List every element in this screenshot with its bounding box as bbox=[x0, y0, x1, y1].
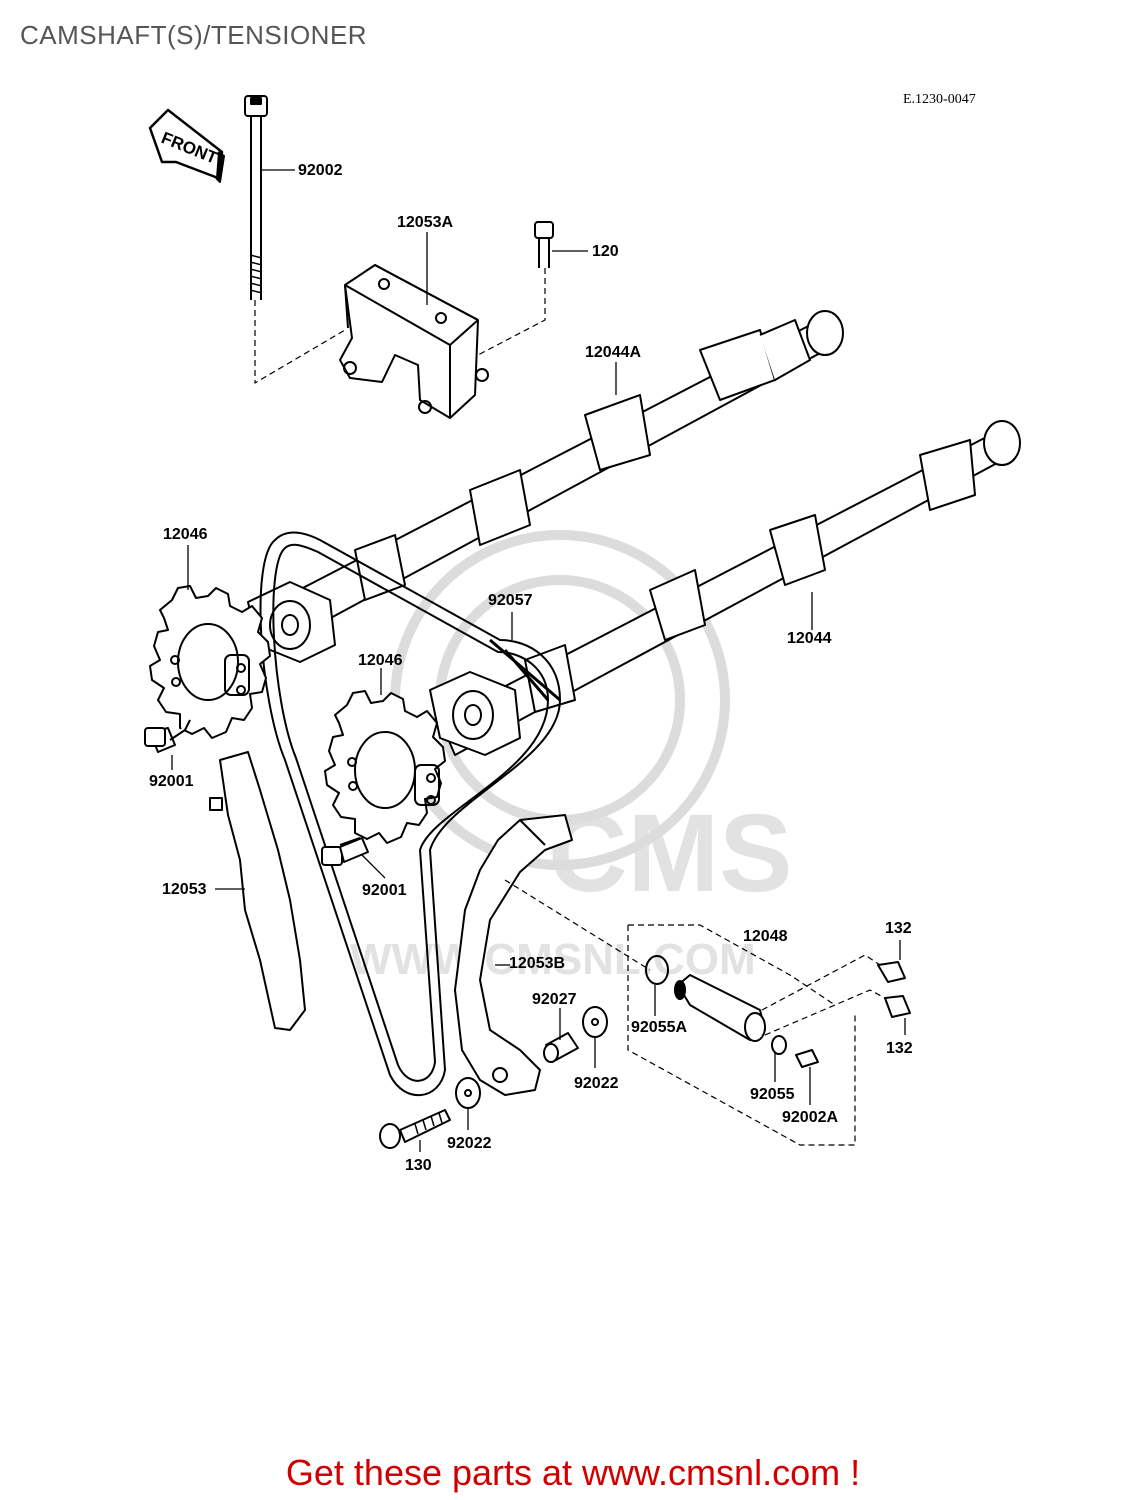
part-label: 92002 bbox=[298, 162, 343, 179]
part-label: 12053B bbox=[509, 955, 566, 972]
part-label: 132 bbox=[885, 920, 912, 937]
chain-guide bbox=[209, 751, 306, 1031]
sprocket-bolt-right bbox=[321, 837, 369, 866]
tensioner-bolt-upper bbox=[877, 961, 906, 983]
part-label: 92055A bbox=[631, 1019, 688, 1036]
part-label: 12044A bbox=[585, 344, 642, 361]
camshaft-holder bbox=[339, 264, 489, 419]
dashed-guides bbox=[254, 268, 886, 1146]
tensioner-bolt-lower bbox=[884, 995, 911, 1018]
sprocket-left bbox=[149, 585, 271, 739]
part-label: 12053 bbox=[162, 881, 207, 898]
leader-lines bbox=[171, 169, 906, 1152]
get-parts-link[interactable]: Get these parts at www.cmsnl.com ! bbox=[285, 1452, 861, 1493]
collar bbox=[543, 1032, 579, 1063]
cam-chain bbox=[259, 531, 561, 1096]
tensioner-body bbox=[674, 974, 766, 1042]
diagram-code: E.1230-0047 bbox=[903, 92, 976, 107]
part-label: 92002A bbox=[782, 1109, 839, 1126]
part-label: 12046 bbox=[358, 652, 403, 669]
camshaft-end-upper bbox=[247, 581, 336, 663]
part-label: 92027 bbox=[532, 991, 577, 1008]
sprocket-bolt-left bbox=[144, 719, 191, 753]
holder-bolt bbox=[534, 221, 554, 268]
pivot-bolt bbox=[379, 1109, 451, 1149]
part-label: 12044 bbox=[787, 630, 832, 647]
part-label: 120 bbox=[592, 243, 619, 260]
part-label: 92022 bbox=[574, 1075, 619, 1092]
part-label: 132 bbox=[886, 1040, 913, 1057]
part-label: 92001 bbox=[149, 773, 194, 790]
tensioner-plug-bolt bbox=[795, 1049, 819, 1068]
camshaft-lower bbox=[439, 420, 1021, 756]
part-label: 92057 bbox=[488, 592, 533, 609]
tensioner-arm bbox=[454, 814, 573, 1096]
page-title: CAMSHAFT(S)/TENSIONER bbox=[20, 20, 368, 50]
sprocket-right bbox=[324, 690, 446, 844]
part-label: 12053A bbox=[397, 214, 454, 231]
part-label: 92022 bbox=[447, 1135, 492, 1152]
oring-92055 bbox=[771, 1035, 787, 1055]
part-label: 12046 bbox=[163, 526, 208, 543]
part-label: 12048 bbox=[743, 928, 788, 945]
washer-lower bbox=[455, 1077, 481, 1109]
part-label: 130 bbox=[405, 1157, 432, 1174]
front-arrow-icon: FRONT bbox=[148, 108, 225, 183]
camshaft-end-lower bbox=[429, 671, 521, 756]
camshaft-upper bbox=[269, 310, 844, 641]
part-label: 92001 bbox=[362, 882, 407, 899]
oring-92055A bbox=[645, 955, 669, 985]
part-label: 92055 bbox=[750, 1086, 795, 1103]
long-bolt bbox=[244, 95, 268, 300]
washer-upper bbox=[582, 1006, 608, 1038]
